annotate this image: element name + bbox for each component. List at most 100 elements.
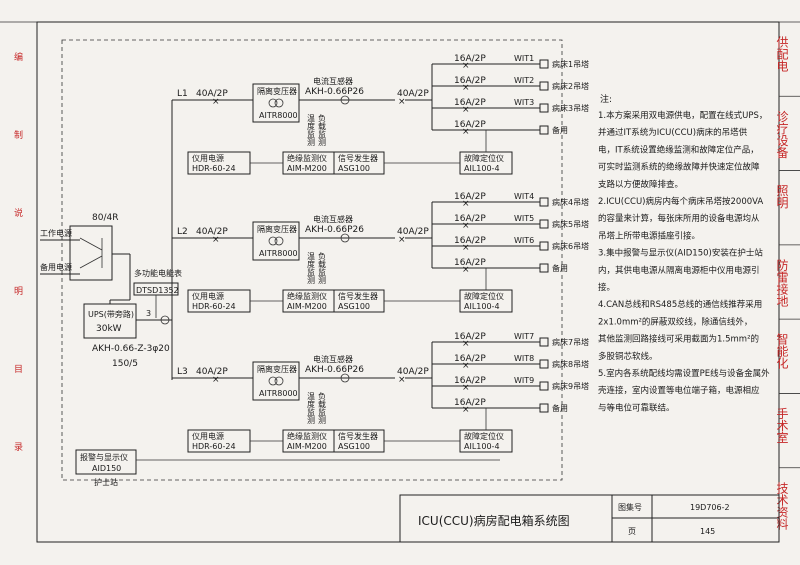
alarm-display: 报警与显示仪 AID150 护士站 [75, 449, 500, 487]
branch-load: 病床6吊塔 [552, 241, 589, 251]
fault-locator-model: AIL100-4 [464, 164, 500, 173]
ups-ct-ratio: 150/5 [112, 359, 138, 369]
branch-breaker: 16A/2P [454, 258, 486, 268]
side-tab-4: 智能化 [775, 332, 789, 370]
side-tab-3: 防雷接地 [775, 257, 789, 306]
note-line: 2.ICU(CCU)病房内每个病床吊塔按2000VA [598, 196, 763, 207]
ups-label: UPS(带旁路) [88, 309, 134, 319]
left-strip-label: 目 [14, 364, 23, 375]
note-line: 的容量来计算，每张床所用的设备电源均从 [598, 213, 760, 224]
wit-label: WIT2 [514, 76, 534, 85]
transformer-coil-a [268, 236, 278, 246]
ups-unit: UPS(带旁路) 30kW 3 AKH-0.66-Z-3φ20 150/5 [83, 100, 173, 380]
ups-rating: 30kW [96, 324, 122, 334]
backup-power-label: 备用电源 [40, 262, 72, 272]
ups-ct-model: AKH-0.66-Z-3φ20 [92, 344, 170, 354]
atlas-number: 19D706-2 [690, 503, 730, 512]
transformer-label: 隔离变压器 [257, 364, 297, 374]
breaker-symbol: × [462, 361, 470, 371]
note-line: 3.集中报警与显示仪(AID150)安装在护士站 [598, 248, 763, 259]
wit-label: WIT8 [514, 354, 534, 363]
note-line: 吊塔上所带电源插座引接。 [598, 230, 700, 241]
energy-meter: 多功能电能表 DTSD1352 [133, 268, 182, 318]
ct-model: AKH-0.66P26 [305, 87, 364, 97]
out-breaker-rating: 40A/2P [397, 367, 429, 377]
side-tab-1: 诊疗设备 [775, 110, 789, 159]
branch-load: 备用 [552, 125, 568, 135]
branch-breaker: 16A/2P [454, 214, 486, 224]
fault-locator-model: AIL100-4 [464, 442, 500, 451]
transformer-coil-b [274, 376, 284, 386]
breaker-symbol: × [212, 97, 220, 107]
note-line: 其他监测回路接线可采用截面为1.5mm²的 [598, 334, 759, 345]
fault-locator-label: 故障定位仪 [464, 431, 504, 441]
ct-label: 电流互感器 [313, 354, 353, 364]
ats-switch: 80/4R 工作电源 备用电源 [40, 213, 131, 300]
note-line: 电，IT系统设置绝缘监测和故障定位产品， [598, 144, 759, 155]
socket-icon [539, 381, 549, 391]
side-tab-5: 手术室 [775, 407, 789, 443]
ct-model: AKH-0.66P26 [305, 365, 364, 375]
instrument-power-label: 仪用电源 [192, 291, 224, 301]
insulation-monitor-model: AIM-M200 [287, 164, 327, 173]
isolation-transformer [252, 361, 300, 401]
note-line: 壳连接，室内设置等电位端子箱，电源相应 [598, 385, 760, 396]
transformer-label: 隔离变压器 [257, 86, 297, 96]
transformer-coil-a [268, 376, 278, 386]
transformer-model: AITR8000 [259, 111, 298, 120]
wit-label: WIT1 [514, 54, 534, 63]
breaker-symbol: × [398, 97, 406, 107]
wit-label: WIT9 [514, 376, 534, 385]
left-strip-label: 编 [14, 51, 23, 63]
branch-breaker: 16A/2P [454, 120, 486, 130]
branch-breaker: 16A/2P [454, 332, 486, 342]
branch-breaker: 16A/2P [454, 98, 486, 108]
branch-load: 病床7吊塔 [552, 337, 589, 347]
isolation-transformer [252, 221, 300, 261]
signal-generator-label: 信号发生器 [338, 153, 378, 163]
transformer-model: AITR8000 [259, 249, 298, 258]
branch-load: 备用 [552, 263, 568, 273]
breaker-symbol: × [462, 199, 470, 209]
breaker-symbol: × [212, 235, 220, 245]
note-line: 支路以方便故障排查。 [598, 179, 683, 190]
branch-breaker: 16A/2P [454, 376, 486, 386]
note-line: 并通过IT系统为ICU(CCU)病床的吊塔供 [598, 127, 748, 138]
signal-generator-model: ASG100 [338, 302, 370, 311]
signal-generator-model: ASG100 [338, 164, 370, 173]
distribution-box-boundary [61, 39, 563, 481]
side-tab-0: 供配电 [775, 36, 789, 72]
fault-locator-label: 故障定位仪 [464, 291, 504, 301]
title-block: ICU(CCU)病房配电箱系统图 图集号 19D706-2 页 145 [399, 494, 780, 543]
isolation-transformer [252, 83, 300, 123]
transformer-model: AITR8000 [259, 389, 298, 398]
left-strip-label: 说 [14, 207, 23, 219]
temperature-tag: 温度监测 [307, 392, 316, 425]
breaker-symbol: × [462, 339, 470, 349]
meter-model: DTSD1352 [136, 286, 179, 295]
ct-label: 电流互感器 [313, 214, 353, 224]
branch-breaker: 16A/2P [454, 354, 486, 364]
insulation-monitor-model: AIM-M200 [287, 442, 327, 451]
temperature-tag: 温度监测 [307, 114, 316, 147]
left-strip-label: 录 [14, 442, 23, 453]
branch-breaker: 16A/2P [454, 398, 486, 408]
page-number: 145 [700, 527, 715, 536]
transformer-coil-a [268, 98, 278, 108]
load-tag: 负载监测 [318, 251, 327, 285]
note-line: 5.室内各系统配线均需设置PE线与设备金属外 [598, 368, 770, 379]
wit-label: WIT5 [514, 214, 534, 223]
meter-label: 多功能电能表 [134, 268, 182, 278]
socket-icon [539, 219, 549, 229]
page-label: 页 [628, 527, 636, 536]
wit-label: WIT4 [514, 192, 534, 201]
note-line: 2x1.0mm²的屏蔽双绞线，除通信线外， [598, 316, 752, 327]
wit-label: WIT6 [514, 236, 534, 245]
breaker-symbol: × [398, 235, 406, 245]
instrument-power-model: HDR-60-24 [192, 164, 236, 173]
breaker-symbol: × [462, 405, 470, 415]
